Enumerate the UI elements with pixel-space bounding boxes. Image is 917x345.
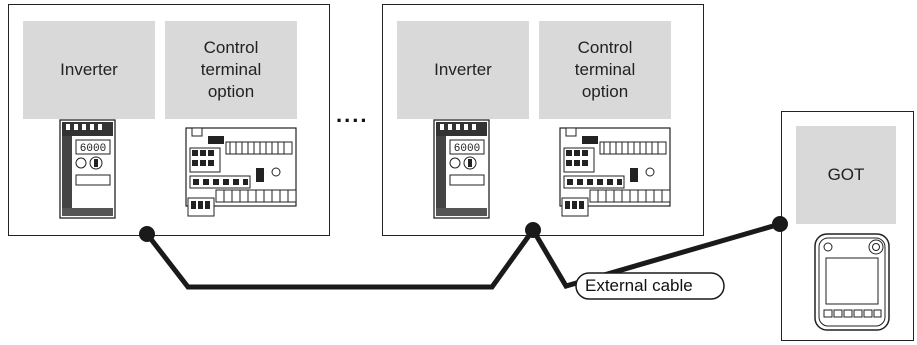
connection-node-got [772,216,788,232]
connection-node-station-2 [525,222,541,238]
svg-text:6000: 6000 [454,143,480,155]
option-label-2-line-1: Control [577,38,633,57]
option-label-2-line-2: terminal [574,60,636,79]
inverter-box-2: Inverter [397,21,529,119]
connection-node-station-1 [139,226,155,242]
option-label-1-line-3: option [207,82,255,101]
station-ellipsis: .... [336,102,369,127]
control-terminal-option-box-1: Control terminal option [165,21,297,119]
got-frame: GOT [781,111,914,341]
option-label-2-line-3: option [581,82,629,101]
control-terminal-option-icon-2 [559,127,671,217]
external-cable-label: External cable [585,276,693,295]
inverter-box-1: Inverter [23,21,155,119]
external-cable-label-box [575,272,725,300]
option-label-1-line-1: Control [203,38,259,57]
control-terminal-option-box-2: Control terminal option [539,21,671,119]
got-device-icon [814,233,890,331]
inverter-device-icon-2: 6000 [433,119,490,219]
control-terminal-option-icon-1 [185,127,297,217]
got-box: GOT [796,126,896,224]
inverter-label-1: Inverter [60,60,118,79]
inverter-label-2: Inverter [434,60,492,79]
svg-text:6000: 6000 [80,143,106,155]
inverter-device-icon-1: 6000 [59,119,116,219]
option-label-1-line-2: terminal [200,60,262,79]
got-label: GOT [827,165,865,184]
